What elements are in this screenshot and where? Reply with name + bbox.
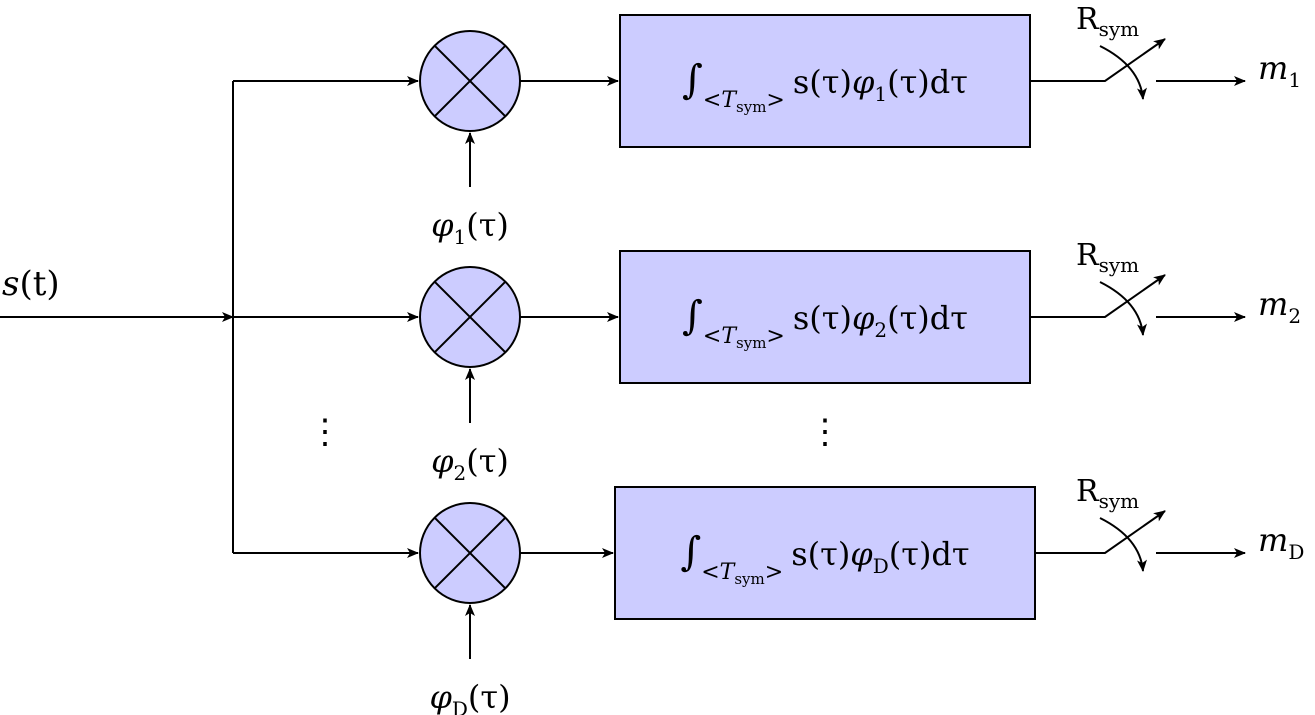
multiplier bbox=[419, 502, 521, 604]
multiply-cross-icon bbox=[433, 516, 507, 590]
ellipsis-left: ⋮ bbox=[308, 412, 342, 452]
ellipsis-right: ⋮ bbox=[808, 412, 842, 452]
sampling-rate-label: Rsym bbox=[1076, 474, 1139, 513]
output-label: mD bbox=[1258, 521, 1304, 564]
sampling-rate-label: Rsym bbox=[1076, 238, 1139, 277]
multiply-cross-icon bbox=[433, 280, 507, 354]
integrator-expression: ∫<Tsym>s(τ)φ1(τ)dτ bbox=[682, 57, 968, 116]
multiplier bbox=[419, 30, 521, 132]
basis-function-label: φD(τ) bbox=[429, 678, 510, 715]
branch-3: φD(τ) ∫<Tsym>s(τ)φD(τ)dτ Rsym mD bbox=[233, 474, 1304, 715]
sampling-switch bbox=[1035, 510, 1166, 572]
output-label: m1 bbox=[1258, 49, 1301, 92]
multiplier bbox=[419, 266, 521, 368]
switch-rotation-arrow-icon bbox=[1099, 45, 1147, 100]
integrator-expression: ∫<Tsym>s(τ)φ2(τ)dτ bbox=[682, 293, 968, 352]
integrator-block bbox=[619, 250, 1031, 384]
integrator-expression: ∫<Tsym>s(τ)φD(τ)dτ bbox=[680, 529, 969, 588]
switch-rotation-arrow-icon bbox=[1099, 281, 1147, 336]
multiply-cross-icon bbox=[433, 44, 507, 118]
integrator-block bbox=[614, 486, 1036, 620]
sampling-switch bbox=[1030, 274, 1166, 336]
basis-function-label: φ2(τ) bbox=[431, 442, 509, 485]
switch-arm bbox=[1035, 510, 1166, 554]
switch-rotation-arrow-icon bbox=[1099, 517, 1147, 572]
sampling-rate-label: Rsym bbox=[1076, 2, 1139, 41]
output-label: m2 bbox=[1258, 285, 1301, 328]
switch-arm bbox=[1030, 274, 1166, 318]
basis-function-label: φ1(τ) bbox=[431, 206, 509, 249]
input-label: s(t) bbox=[2, 264, 60, 304]
sampling-switch bbox=[1030, 38, 1166, 100]
branch-2: φ2(τ) ∫<Tsym>s(τ)φ2(τ)dτ Rsym m2 bbox=[233, 238, 1301, 485]
switch-arm bbox=[1030, 38, 1166, 82]
branch-1: φ1(τ) ∫<Tsym>s(τ)φ1(τ)dτ Rsym m1 bbox=[233, 2, 1301, 249]
